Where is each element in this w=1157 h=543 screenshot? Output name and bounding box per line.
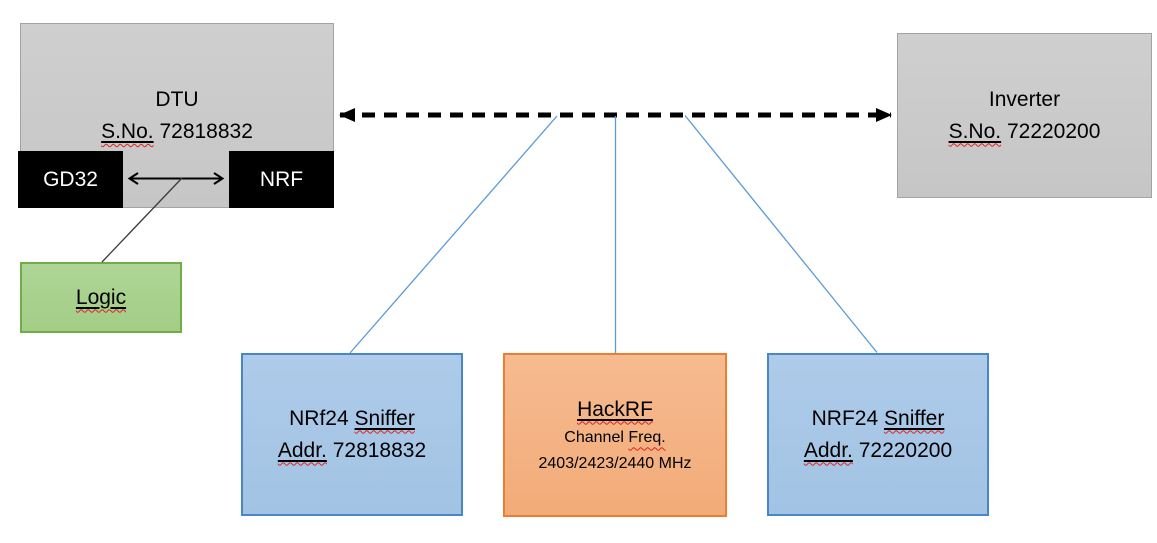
sniffer-left-addr-label: Addr. (277, 438, 327, 462)
nrf-chip: NRF (229, 151, 334, 208)
dtu-title: DTU (155, 88, 199, 111)
inverter-title: Inverter (988, 87, 1061, 111)
sniffer-left-name-underline: Sniffer (355, 407, 415, 430)
sniffer-right-addr-value: 72220200 (858, 438, 953, 462)
sniffer-left-addr-value: 72818832 (332, 438, 427, 462)
inverter-box: Inverter S.No. 72220200 (897, 33, 1152, 198)
gd32-chip-label: GD32 (43, 167, 98, 191)
logic-label: Logic (76, 282, 126, 314)
hackrf-subtitle-plain: Channel (564, 428, 624, 446)
hackrf-box: HackRF Channel Freq. 2403/2423/2440 MHz (503, 353, 727, 517)
sniffer-right-name: NRF24 Sniffer (812, 403, 945, 435)
hackrf-title-underline: HackRF (577, 398, 653, 421)
sniffer-left-addr: Addr. 72818832 (278, 435, 426, 467)
inverter-serial-label: S.No. (948, 119, 1002, 143)
logic-label-text: Logic (75, 285, 127, 309)
inverter-serial-label-underline: S.No. (949, 120, 1002, 143)
logic-box: Logic (20, 262, 182, 333)
hackrf-subtitle-flagged: Freq. (628, 428, 666, 446)
inverter-serial-number: 72220200 (1006, 119, 1101, 143)
sniffer-right-addr-underline: Addr. (804, 439, 853, 462)
dtu-serial: S.No. 72818832 (20, 116, 334, 148)
sniffer-right-addr: Addr. 72220200 (804, 435, 952, 467)
inverter-serial: S.No. 72220200 (949, 116, 1101, 148)
sniffer-left-box: NRf24 Sniffer Addr. 72818832 (241, 353, 463, 516)
sniffer-left-addr-underline: Addr. (278, 439, 327, 462)
sniffer-right-name-flagged: Sniffer (884, 406, 945, 430)
sniffer-right-box: NRF24 Sniffer Addr. 72220200 (767, 353, 989, 516)
dtu-serial-label: S.No. (101, 120, 154, 143)
sniffer-right-name-underline: Sniffer (884, 407, 944, 430)
hackrf-title-text: HackRF (577, 397, 653, 421)
line-to-sniffer-left (349, 115, 558, 354)
line-to-sniffer-right (684, 115, 878, 353)
nrf-chip-label: NRF (259, 167, 304, 191)
sniffer-left-name-flagged: Sniffer (354, 406, 415, 430)
sniffer-left-name: NRf24 Sniffer (289, 403, 415, 435)
sniffer-left-name-plain: NRf24 (289, 406, 349, 430)
hackrf-frequencies: 2403/2423/2440 MHz (538, 454, 692, 472)
sniffer-right-name-plain: NRF24 (811, 406, 879, 430)
hackrf-subtitle: Channel Freq. (564, 425, 665, 451)
logic-label-underline: Logic (76, 286, 126, 309)
hackrf-title: HackRF (577, 395, 653, 425)
dtu-label: DTU S.No. 72818832 (20, 84, 334, 148)
dtu-serial-number: 72818832 (159, 120, 253, 143)
gd32-chip: GD32 (18, 151, 123, 208)
dtu-serial-label-underline: S.No. (101, 120, 154, 143)
sniffer-right-addr-label: Addr. (803, 438, 853, 462)
